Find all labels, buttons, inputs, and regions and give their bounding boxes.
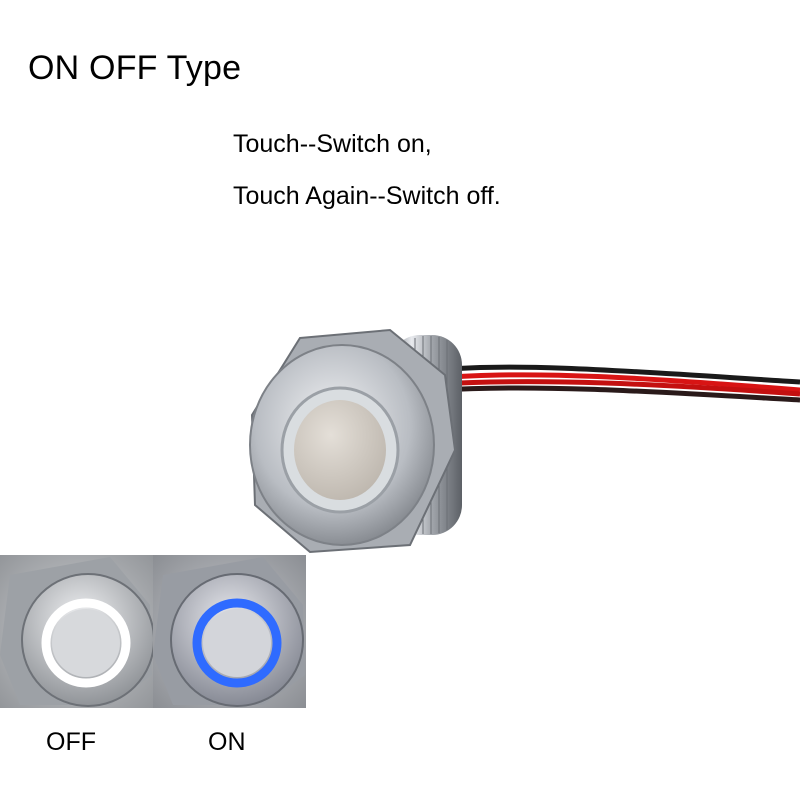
description-line-1: Touch--Switch on, xyxy=(233,130,432,158)
description-line-2: Touch Again--Switch off. xyxy=(233,182,501,210)
touch-switch-photo xyxy=(240,320,800,560)
on-caption: ON xyxy=(208,728,246,756)
page-title: ON OFF Type xyxy=(28,49,242,87)
off-caption: OFF xyxy=(46,728,96,756)
on-state-photo xyxy=(153,555,306,708)
off-state-photo xyxy=(0,555,153,708)
